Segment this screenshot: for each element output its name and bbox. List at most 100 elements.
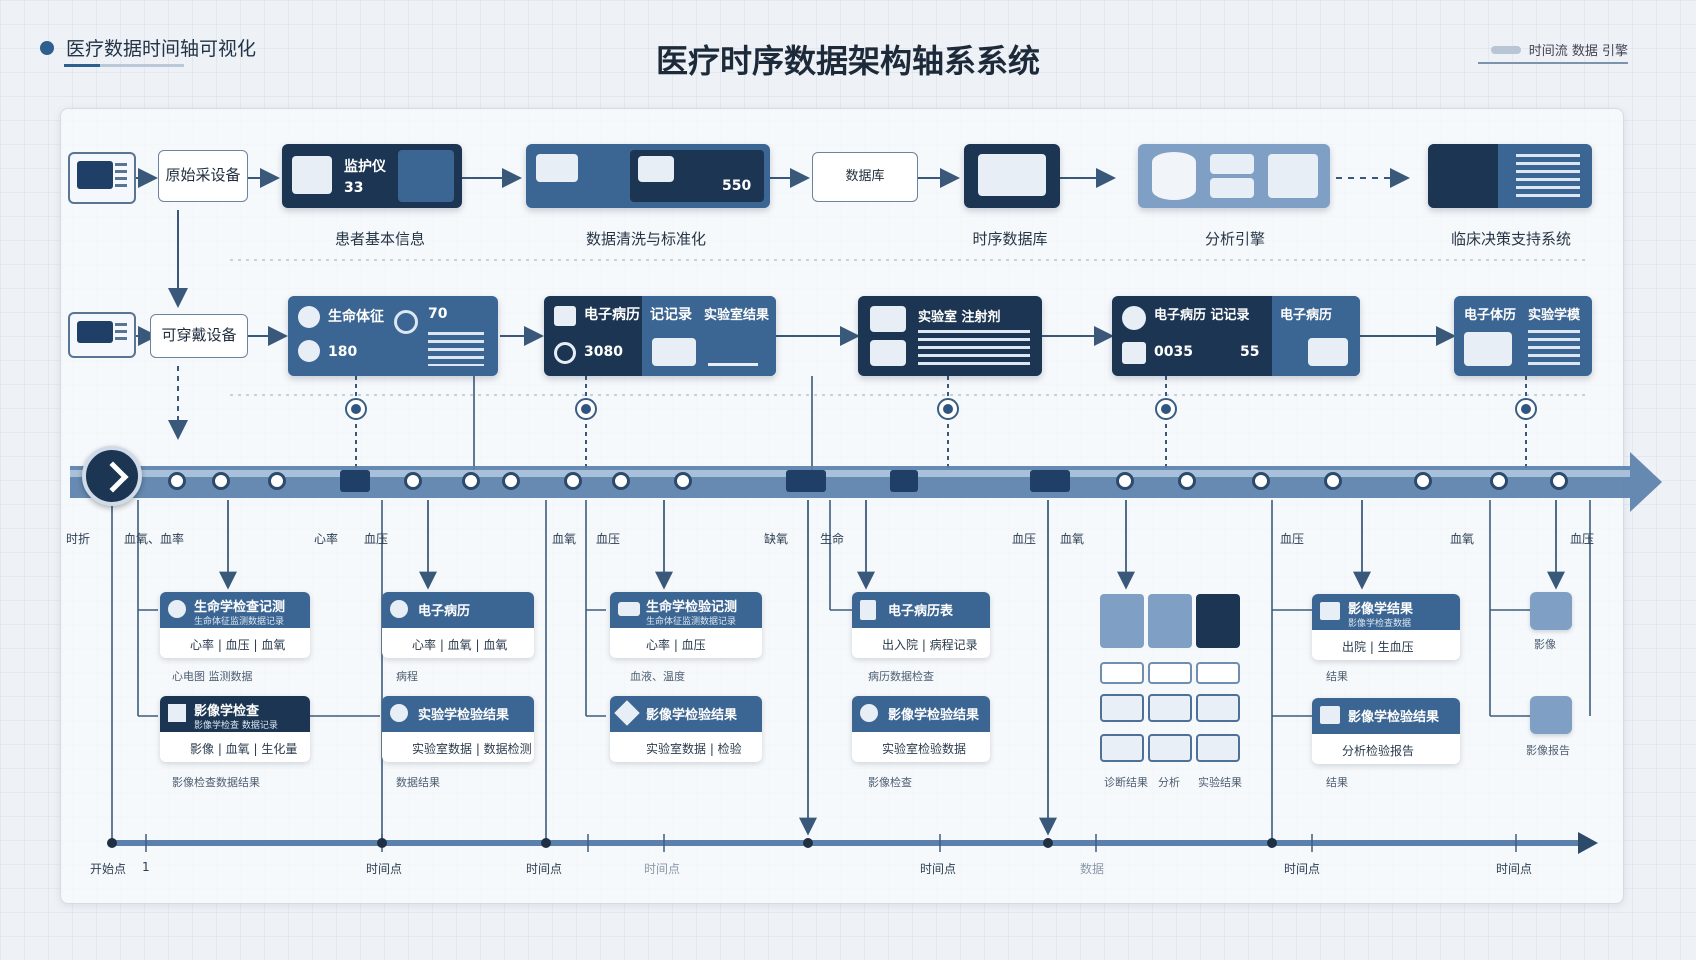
- mini-tile-top[interactable]: [1530, 592, 1572, 630]
- axis-label-2: 时间点: [366, 862, 403, 876]
- card-lab-results-title: 实验学检验结果: [418, 708, 510, 723]
- axis-label-5: 时间点: [920, 862, 957, 876]
- tl-label-11: 血氧: [1450, 532, 1475, 546]
- mini-tile-bottom[interactable]: [1530, 696, 1572, 734]
- card-vitals-2-pulse-icon: [618, 602, 640, 616]
- card-imaging-result-2[interactable]: 影像学检验结果 分析检验报告: [1312, 698, 1460, 764]
- card-lab-person-icon: [390, 704, 408, 722]
- card-imaging-result-foot: 结果: [1326, 670, 1348, 683]
- card-imaging-result-sub: 影像学检查数据: [1348, 619, 1412, 629]
- tl-label-4: 血氧: [552, 532, 577, 546]
- ehr-node[interactable]: 电子体历 实验学模: [1454, 296, 1592, 376]
- timeline-start-icon[interactable]: [82, 446, 142, 506]
- axis-label-6: 数据: [1080, 862, 1105, 876]
- wearable-device-icon: [68, 312, 136, 358]
- vitals-node[interactable]: 生命体征 180 70: [288, 296, 498, 376]
- connector-download-icon: [1515, 398, 1537, 420]
- emr2-value: 0035: [1154, 344, 1193, 360]
- vitals-title: 生命体征: [328, 309, 384, 325]
- clean-icon-b: [638, 156, 674, 182]
- card-emr-person-icon: [390, 600, 408, 618]
- connector-check-icon: [1155, 398, 1177, 420]
- briefcase-icon: [554, 306, 576, 326]
- axis-label-7: 时间点: [1284, 862, 1321, 876]
- tl-label-9: 血氧: [1060, 532, 1085, 546]
- engine-node[interactable]: [1138, 144, 1330, 208]
- brand-underline: [64, 64, 184, 67]
- card-imaging-3-title: 影像学检验结果: [888, 708, 980, 723]
- monitor-label: 监护仪: [344, 159, 386, 175]
- card-imaging-result-row: 出院 | 生血压: [1342, 640, 1414, 654]
- lab-title: 实验室 注射剂: [918, 310, 1001, 325]
- ehr-icon-a: [1464, 332, 1512, 366]
- monitor-value: 33: [344, 180, 364, 196]
- axis-label-0: 开始点: [90, 862, 127, 876]
- card-emr-table[interactable]: 电子病历表 出入院 | 病程记录: [852, 592, 990, 658]
- card-imaging-result-screen-icon: [1320, 602, 1340, 620]
- card-imaging-2-title: 影像学检验结果: [646, 708, 738, 723]
- card-imaging-3[interactable]: 影像学检验结果 实验室检验数据: [852, 696, 990, 762]
- mini-tile-bottom-label: 影像报告: [1526, 744, 1570, 757]
- bottom-axis: [107, 832, 1598, 854]
- cdss-node[interactable]: [1428, 144, 1592, 208]
- card-emr[interactable]: 电子病历 心率 | 血氧 | 血氧: [382, 592, 534, 658]
- card-imaging-foot: 影像检查数据结果: [172, 776, 260, 789]
- card-vitals-2[interactable]: 生命学检验记测 生命体征监测数据记录 心率 | 血压: [610, 592, 762, 658]
- source-device-icon: [68, 152, 136, 204]
- tile-caption-1: 分析: [1158, 776, 1180, 789]
- vitals-value: 180: [328, 344, 358, 360]
- card-emr-foot: 病程: [396, 670, 418, 683]
- caption-cdss: 临床决策支持系统: [1450, 230, 1571, 248]
- lab-icon-a: [870, 306, 906, 332]
- brand: 医疗数据时间轴可视化: [40, 34, 256, 61]
- tl-label-8: 血压: [1012, 532, 1037, 546]
- card-emr-title: 电子病历: [418, 604, 471, 619]
- tl-label-0: 时折: [66, 532, 91, 546]
- tl-label-3: 血压: [364, 532, 389, 546]
- mini-tile-top-label: 影像: [1534, 638, 1556, 651]
- lab-list-icon: [918, 330, 1030, 368]
- caption-engine: 分析引擎: [1204, 230, 1265, 248]
- card-imaging-result-2-foot: 结果: [1326, 776, 1348, 789]
- card-imaging-result[interactable]: 影像学结果 影像学检查数据 出院 | 生血压: [1312, 594, 1460, 660]
- card-vitals-sub: 生命体征监测数据记录: [194, 617, 285, 627]
- monitor-node[interactable]: 监护仪 33: [282, 144, 462, 208]
- gauge-icon: [394, 310, 418, 334]
- tl-label-2: 心率: [314, 532, 339, 546]
- cdss-chart-panel: [1428, 144, 1498, 208]
- emr-node[interactable]: 电子病历 记记录 实验室结果 3080: [544, 296, 776, 376]
- card-vitals[interactable]: 生命学检查记测 生命体征监测数据记录 心率 | 血压 | 血氧: [160, 592, 310, 658]
- card-vitals-foot: 心电图 监测数据: [172, 670, 253, 683]
- card-vitals-person-icon: [168, 600, 186, 618]
- clock-icon: [554, 342, 576, 364]
- emr-title2: 记记录: [650, 307, 692, 323]
- tsdb-screen-icon: [978, 154, 1046, 196]
- card-imaging-2-row: 实验室数据 | 检验: [646, 742, 742, 756]
- plus-icon: [298, 340, 320, 362]
- lab-node[interactable]: 实验室 注射剂: [858, 296, 1042, 376]
- connector-cross-icon: [937, 398, 959, 420]
- axis-label-8: 时间点: [1496, 862, 1533, 876]
- database-box: 数据库: [812, 152, 918, 202]
- tl-label-10: 血压: [1280, 532, 1305, 546]
- timeline-markers: [150, 470, 1630, 494]
- corner-line: [1478, 62, 1628, 64]
- card-lab-results[interactable]: 实验学检验结果 实验室数据 | 数据检测: [382, 696, 534, 762]
- lab-icon-b: [870, 340, 906, 366]
- card-imaging-3-person-icon: [860, 704, 878, 722]
- tl-label-1: 血氧、血率: [124, 532, 185, 546]
- ehr-list-icon: [1528, 330, 1580, 366]
- clean-node[interactable]: 550: [526, 144, 770, 208]
- brand-text: 医疗数据时间轴可视化: [66, 38, 257, 60]
- molecule-icon: [1122, 342, 1146, 364]
- emr2-node[interactable]: 电子病历 记记录 电子病历 0035 55: [1112, 296, 1360, 376]
- corner-pill-icon: [1490, 45, 1521, 54]
- tl-label-7: 生命: [820, 532, 845, 546]
- card-imaging[interactable]: 影像学检查 影像学检查 数据记录 影像 | 血氧 | 生化量: [160, 696, 310, 762]
- card-imaging-2[interactable]: 影像学检验结果 实验室数据 | 检验: [610, 696, 762, 762]
- card-imaging-result-2-row: 分析检验报告: [1342, 744, 1415, 758]
- tsdb-node[interactable]: [964, 144, 1060, 208]
- card-emr-table-row: 出入院 | 病程记录: [882, 638, 978, 652]
- cdss-list-icon: [1516, 154, 1580, 198]
- card-vitals-title: 生命学检查记测: [194, 600, 286, 615]
